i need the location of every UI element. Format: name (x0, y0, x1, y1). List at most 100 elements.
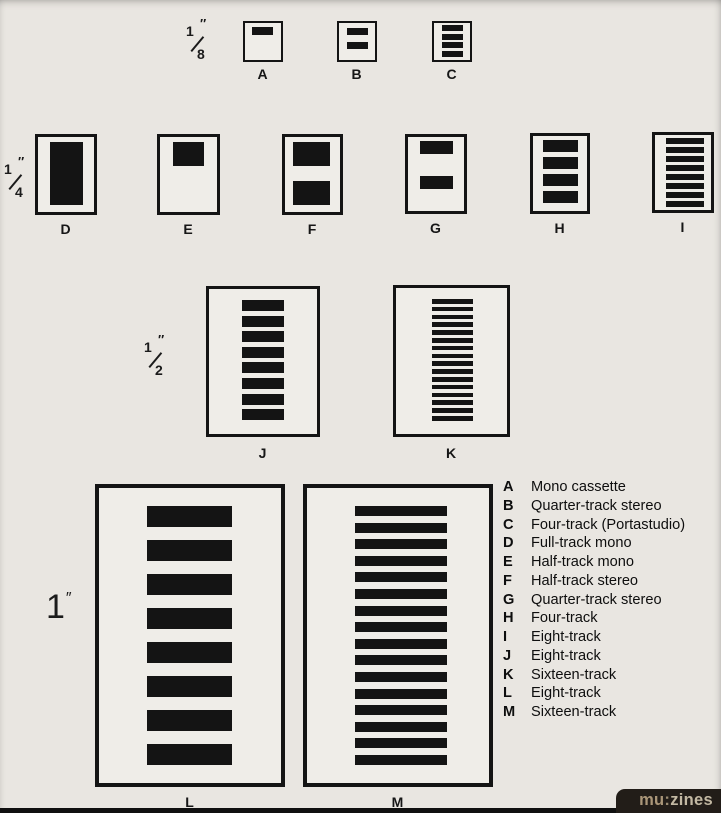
tape-box-F (282, 134, 343, 215)
track-bar (293, 142, 330, 166)
track-bar (666, 192, 704, 198)
inch-prime-mark: ″ (65, 590, 72, 607)
legend-key: A (503, 479, 514, 495)
box-letter-L: L (185, 794, 195, 810)
tape-box-M (303, 484, 493, 787)
track-bar (355, 638, 447, 649)
legend-label: Eight-track (531, 629, 601, 645)
track-bar (432, 416, 473, 421)
track-bar (147, 608, 232, 629)
logo-text-zines: zines (670, 790, 713, 809)
track-bar (147, 710, 232, 731)
legend-key: J (503, 647, 512, 664)
legend-item-J: J Eight-track (503, 647, 685, 666)
track-bar (355, 522, 447, 533)
track-bar (432, 306, 473, 312)
inch-number: 1 (46, 588, 65, 626)
box-letter-I: I (680, 219, 686, 235)
track-bar (432, 369, 473, 374)
tape-box-J (206, 286, 320, 437)
track-bar (242, 315, 284, 327)
track-bar (432, 314, 473, 320)
legend-key: C (503, 516, 514, 533)
track-bar (147, 506, 232, 527)
track-bar (173, 142, 204, 166)
track-bar (432, 400, 473, 405)
track-bar (355, 738, 447, 749)
track-bar (355, 539, 447, 550)
muzines-logo: mu:zines (616, 789, 721, 813)
track-bar (442, 25, 463, 31)
track-bar (543, 140, 578, 152)
legend-item-A: A Mono cassette (503, 478, 685, 497)
fraction-numerator: 1 (144, 339, 152, 355)
legend-item-C: C Four-track (Portastudio) (503, 516, 685, 535)
logo-text-mu: mu (639, 790, 665, 809)
track-bar (147, 540, 232, 561)
tape-box-D (35, 134, 97, 215)
track-bar (666, 147, 704, 153)
legend-key: I (503, 629, 508, 645)
tape-box-E (157, 134, 220, 215)
fraction-denominator: 4 (15, 184, 23, 200)
track-bar (432, 353, 473, 359)
legend-label: Four-track (531, 610, 598, 627)
legend-item-D: D Full-track mono (503, 534, 685, 553)
size-label-half-inch: 1″2 (142, 332, 178, 387)
track-bar (432, 299, 473, 304)
legend-label: Full-track mono (531, 535, 632, 552)
track-bar (242, 331, 284, 343)
legend-label: Half-track mono (531, 554, 634, 570)
track-bar (432, 338, 473, 343)
track-bar (355, 555, 447, 566)
track-bar (242, 393, 284, 405)
tape-box-I (652, 132, 714, 213)
track-bar (355, 655, 447, 666)
track-bar (666, 138, 704, 144)
legend-label: Half-track stereo (531, 572, 639, 589)
legend-item-B: B Quarter-track stereo (503, 497, 685, 516)
legend-key: B (503, 497, 514, 514)
bottom-edge-rule (0, 808, 721, 813)
track-bar (147, 642, 232, 663)
track-bar (147, 676, 232, 697)
size-label-quarter-inch: 1″4 (2, 154, 38, 209)
track-bar (242, 378, 284, 389)
track-bar (543, 191, 578, 203)
box-letter-E: E (183, 221, 194, 237)
legend-label: Four-track (Portastudio) (531, 516, 686, 533)
legend-key: D (503, 535, 514, 552)
legend-key: K (503, 666, 514, 683)
track-bar (355, 572, 447, 583)
legend-item-K: K Sixteen-track (503, 666, 685, 685)
track-bar (666, 183, 704, 189)
tape-box-C (432, 21, 472, 62)
tape-box-B (337, 21, 377, 62)
tape-box-G (405, 134, 467, 214)
tape-box-A (243, 21, 283, 62)
track-bar (666, 165, 704, 171)
legend-label: Mono cassette (531, 479, 626, 495)
track-bar (293, 181, 330, 205)
track-bar (355, 721, 447, 732)
tape-box-L (95, 484, 285, 787)
legend-key: G (503, 591, 515, 608)
legend-label: Quarter-track stereo (531, 591, 662, 608)
legend-item-G: G Quarter-track stereo (503, 591, 685, 610)
legend-key: M (503, 704, 516, 720)
track-bar (347, 42, 368, 49)
legend-label: Sixteen-track (531, 666, 617, 683)
track-bar (355, 605, 447, 616)
track-bar (147, 744, 232, 765)
track-bar (252, 27, 273, 35)
size-label-one-inch: 1″ (46, 590, 82, 640)
legend-label: Eight-track (531, 647, 601, 664)
legend-label: Quarter-track stereo (531, 497, 662, 514)
track-bar (666, 156, 704, 162)
track-bar (432, 345, 473, 351)
